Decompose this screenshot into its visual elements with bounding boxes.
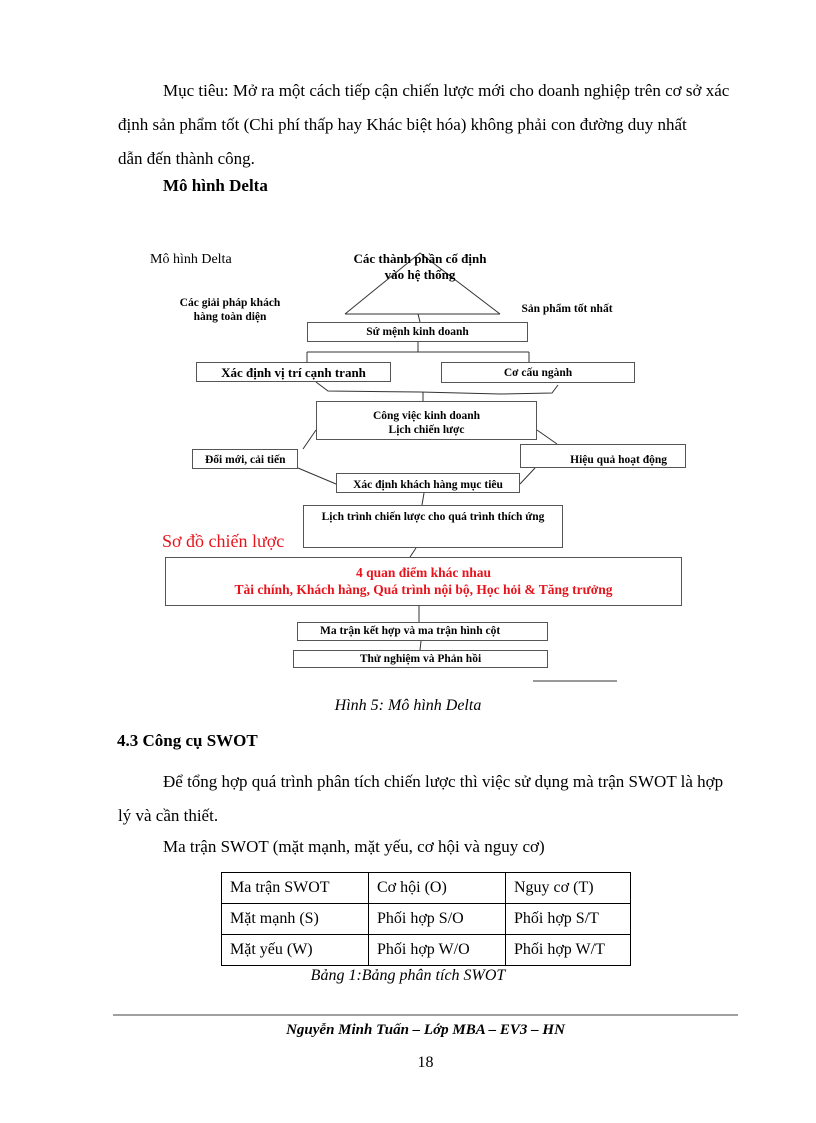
- swot-table: Ma trận SWOT Cơ hội (O) Nguy cơ (T) Mặt …: [221, 872, 631, 966]
- perspectives-line-1: 4 quan điểm khác nhau: [355, 565, 492, 580]
- left-corner-line-1: Các giải pháp khách: [179, 297, 281, 309]
- box-four-perspectives: 4 quan điểm khác nhau Tài chính, Khách h…: [165, 557, 682, 606]
- table-cell: Phối hợp S/T: [505, 903, 631, 935]
- table-cell: Mặt mạnh (S): [221, 903, 369, 935]
- table-row: Mặt mạnh (S) Phối hợp S/O Phối hợp S/T: [221, 903, 631, 935]
- left-corner-line-2: hàng toàn diện: [193, 311, 267, 323]
- table-caption: Bảng 1:Bảng phân tích SWOT: [310, 967, 506, 984]
- triangle-title-line-2: vào hệ thống: [384, 267, 456, 282]
- box-competitive-position: Xác định vị trí cạnh tranh: [196, 362, 391, 382]
- table-cell: Ma trận SWOT: [221, 872, 369, 904]
- intro-paragraph: Mục tiêu: Mở ra một cách tiếp cận chiến …: [118, 74, 743, 176]
- triangle-title-line-1: Các thành phần cố định: [353, 251, 487, 266]
- intro-line-3: dẫn đến thành công.: [118, 149, 255, 168]
- page-number: 18: [417, 1054, 434, 1071]
- perspectives-line-2: Tài chính, Khách hàng, Quá trình nội bộ,…: [234, 582, 613, 597]
- table-cell: Cơ hội (O): [368, 872, 506, 904]
- box-industry-structure: Cơ cấu ngành: [441, 362, 635, 383]
- swot-paragraph: Để tổng hợp quá trình phân tích chiến lư…: [118, 765, 743, 833]
- table-cell: Mặt yếu (W): [221, 934, 369, 966]
- figure-caption: Hình 5: Mô hình Delta: [334, 697, 482, 714]
- box-business-work: Công việc kinh doanh Lịch chiến lược: [316, 401, 537, 440]
- left-corner-label: Các giải pháp khách hàng toàn diện: [175, 296, 285, 324]
- business-work-line-2: Lịch chiến lược: [388, 424, 465, 436]
- box-testing-feedback: Thử nghiệm và Phản hồi: [293, 650, 548, 668]
- box-target-customers: Xác định khách hàng mục tiêu: [336, 473, 520, 493]
- box-innovation: Đổi mới, cải tiến: [192, 449, 298, 469]
- table-row: Mặt yếu (W) Phối hợp W/O Phối hợp W/T: [221, 934, 631, 966]
- footer-author: Nguyễn Minh Tuấn – Lớp MBA – EV3 – HN: [286, 1022, 565, 1038]
- table-cell: Phối hợp W/T: [505, 934, 631, 966]
- diagram-connector-lines: [297, 252, 617, 682]
- strategy-map-label: Sơ đồ chiến lược: [162, 531, 285, 551]
- right-corner-label: Sản phẩm tốt nhất: [521, 303, 613, 315]
- box-matrix: Ma trận kết hợp và ma trận hình cột: [297, 622, 548, 641]
- footer-divider: [113, 1014, 738, 1016]
- swot-intro: Ma trận SWOT (mặt mạnh, mặt yếu, cơ hội …: [163, 837, 545, 856]
- section-heading-delta: Mô hình Delta: [163, 176, 268, 195]
- swot-para-line-2: lý và cần thiết.: [118, 806, 219, 825]
- swot-heading: 4.3 Công cụ SWOT: [117, 731, 258, 750]
- intro-line-2: định sản phẩm tốt (Chi phí thấp hay Khác…: [118, 115, 687, 134]
- diagram-corner-label: Mô hình Delta: [150, 252, 232, 267]
- intro-line-1: Mục tiêu: Mở ra một cách tiếp cận chiến …: [163, 81, 730, 100]
- box-adaptive-schedule: Lịch trình chiến lược cho quá trình thíc…: [303, 505, 563, 548]
- triangle-title: Các thành phần cố định vào hệ thống: [330, 251, 510, 283]
- box-mission: Sứ mệnh kinh doanh: [307, 322, 528, 342]
- table-cell: Phối hợp W/O: [368, 934, 506, 966]
- swot-para-line-1: Để tổng hợp quá trình phân tích chiến lư…: [163, 772, 724, 791]
- table-row: Ma trận SWOT Cơ hội (O) Nguy cơ (T): [221, 872, 631, 904]
- table-cell: Phối hợp S/O: [368, 903, 506, 935]
- box-operational-efficiency: Hiệu quả hoạt động: [520, 444, 686, 468]
- table-cell: Nguy cơ (T): [505, 872, 631, 904]
- business-work-line-1: Công việc kinh doanh: [372, 410, 481, 422]
